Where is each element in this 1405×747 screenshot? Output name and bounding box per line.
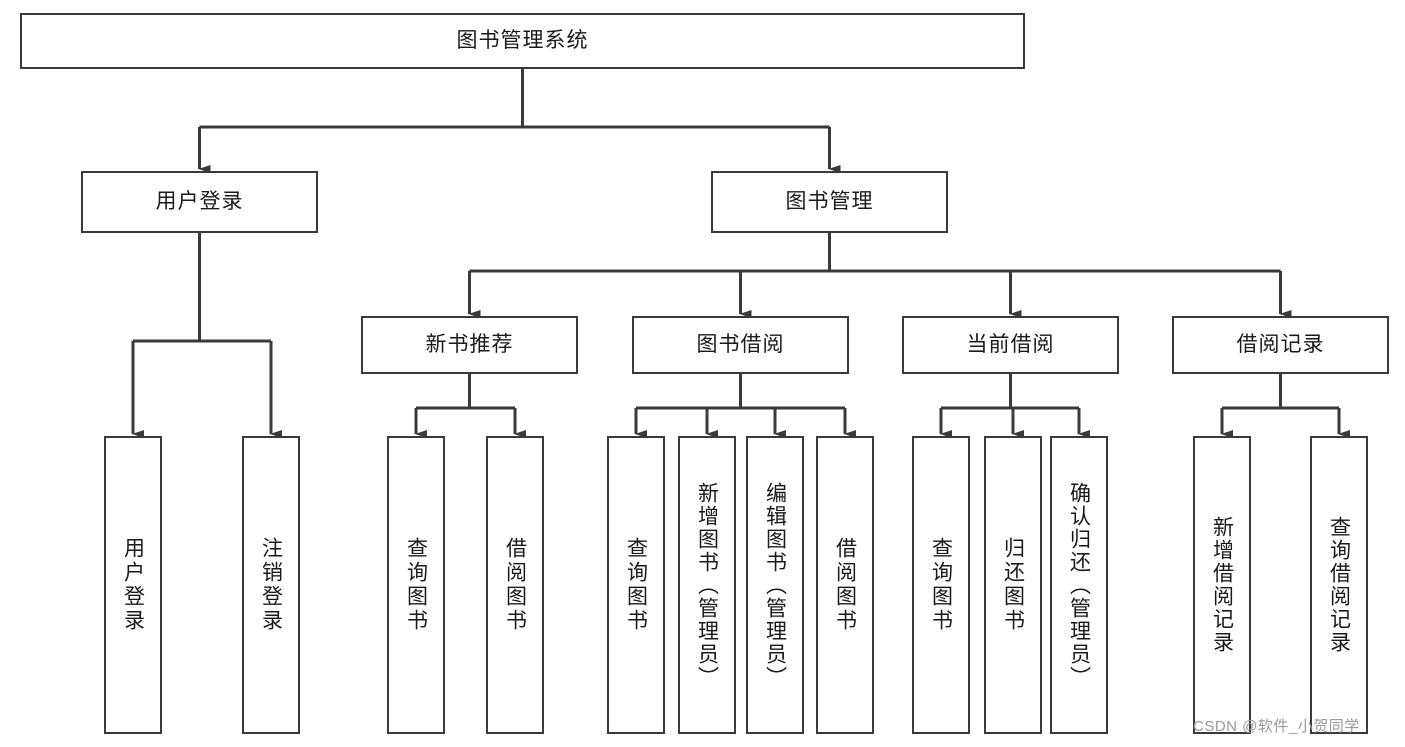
node-user-login: 用户登录	[81, 171, 318, 233]
node-leaf-return-book: 归还图书	[984, 436, 1042, 734]
node-label: 借阅图书	[503, 537, 527, 633]
node-label: 图书管理系统	[456, 29, 589, 53]
node-label: 编辑图书（管理员）	[763, 481, 787, 689]
node-label: 图书管理	[785, 190, 874, 214]
node-leaf-query-book-1: 查询图书	[387, 436, 445, 734]
node-leaf-query-book-2: 查询图书	[607, 436, 665, 734]
node-label: 新增图书（管理员）	[695, 481, 719, 689]
node-leaf-edit-book: 编辑图书（管理员）	[746, 436, 804, 734]
node-root: 图书管理系统	[20, 13, 1025, 69]
node-label: 查询图书	[404, 537, 428, 633]
node-leaf-user-logout: 注销登录	[242, 436, 300, 734]
node-book-borrow: 图书借阅	[632, 316, 849, 374]
node-label: 借阅记录	[1236, 333, 1325, 357]
node-label: 归还图书	[1001, 537, 1025, 633]
node-borrow-record: 借阅记录	[1172, 316, 1389, 374]
node-label: 借阅图书	[833, 537, 857, 633]
node-book-manage: 图书管理	[711, 171, 948, 233]
node-label: 注销登录	[259, 537, 283, 633]
node-label: 查询图书	[929, 537, 953, 633]
csdn-watermark: CSDN @软件_小贺同学	[1193, 718, 1360, 735]
node-label: 查询图书	[624, 537, 648, 633]
node-label: 确认归还（管理员）	[1067, 481, 1091, 689]
node-current-borrow: 当前借阅	[902, 316, 1119, 374]
node-label: 用户登录	[155, 190, 244, 214]
node-leaf-confirm-return: 确认归还（管理员）	[1050, 436, 1108, 734]
node-label: 新增借阅记录	[1210, 516, 1234, 654]
node-leaf-borrow-book-1: 借阅图书	[486, 436, 544, 734]
node-leaf-user-login: 用户登录	[104, 436, 162, 734]
node-label: 用户登录	[121, 537, 145, 633]
node-leaf-query-book-3: 查询图书	[912, 436, 970, 734]
node-new-book-recommend: 新书推荐	[361, 316, 578, 374]
node-leaf-query-record: 查询借阅记录	[1310, 436, 1368, 734]
node-leaf-add-record: 新增借阅记录	[1193, 436, 1251, 734]
node-label: 新书推荐	[425, 333, 514, 357]
node-label: 图书借阅	[696, 333, 785, 357]
node-label: 查询借阅记录	[1327, 516, 1351, 654]
node-label: 当前借阅	[966, 333, 1055, 357]
node-leaf-add-book: 新增图书（管理员）	[678, 436, 736, 734]
node-leaf-borrow-book-2: 借阅图书	[816, 436, 874, 734]
